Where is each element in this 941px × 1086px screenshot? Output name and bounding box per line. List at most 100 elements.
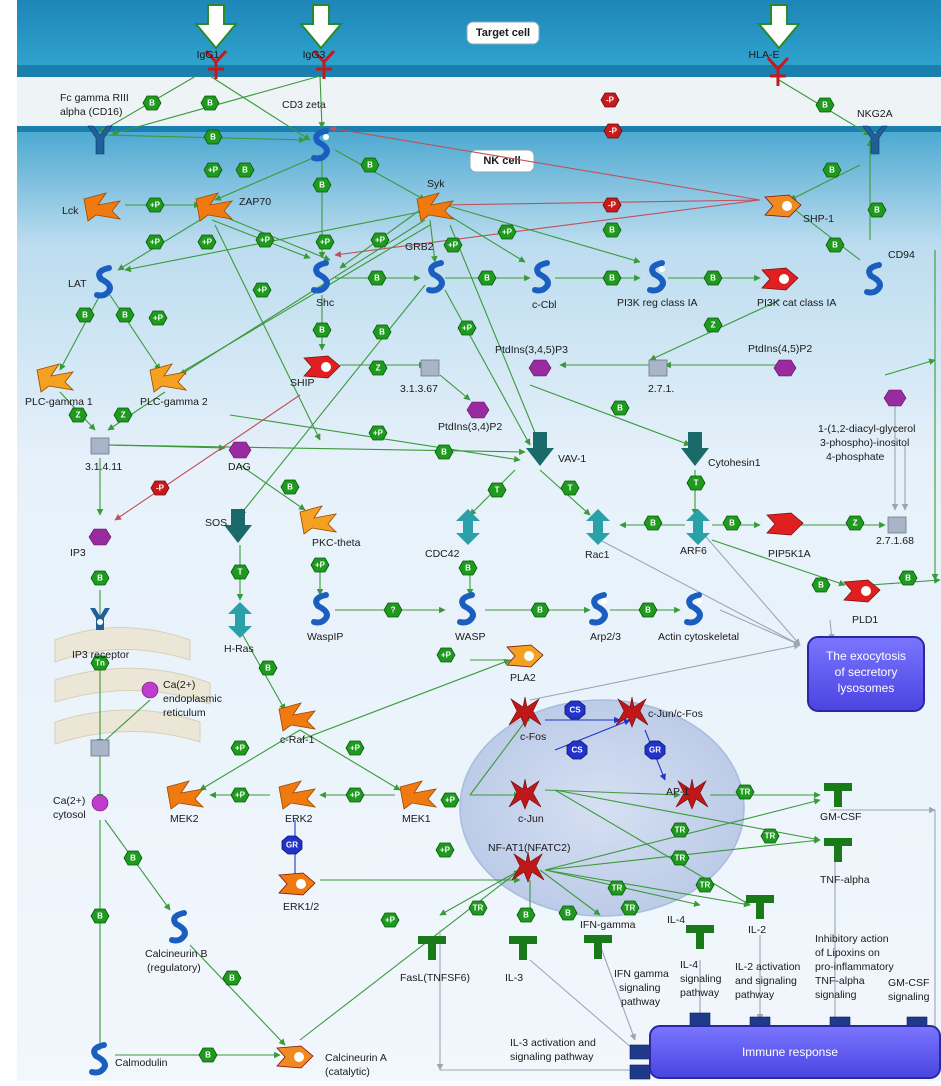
- ship-icon[interactable]: [303, 355, 341, 379]
- mechanism-badge-binding[interactable]: B: [602, 270, 622, 286]
- ifn-gamma-icon[interactable]: [584, 935, 612, 959]
- mechanism-badge-transport[interactable]: T: [487, 482, 507, 498]
- mechanism-badge-transport[interactable]: T: [686, 475, 706, 491]
- pathway-block-icon[interactable]: [689, 1012, 711, 1028]
- mechanism-badge-binding[interactable]: B: [203, 129, 223, 145]
- c-fos-icon[interactable]: [508, 696, 542, 728]
- enzyme-31411-icon[interactable]: [90, 437, 110, 455]
- pla2-icon[interactable]: [506, 644, 544, 668]
- c-jun-icon[interactable]: [508, 778, 542, 810]
- sos-icon[interactable]: [224, 509, 252, 543]
- enzyme-27168-icon[interactable]: [887, 516, 907, 534]
- h-ras-icon[interactable]: [228, 602, 252, 638]
- mechanism-badge-binding[interactable]: B: [602, 222, 622, 238]
- fc-gamma-receptor-icon[interactable]: [87, 125, 113, 155]
- arp23-icon[interactable]: [589, 592, 608, 626]
- mechanism-badge-tn[interactable]: Tn: [90, 655, 110, 671]
- mechanism-badge-z[interactable]: Z: [845, 515, 865, 531]
- mechanism-badge-z[interactable]: Z: [368, 360, 388, 376]
- igg3-icon[interactable]: [312, 49, 336, 79]
- mechanism-badge-tr[interactable]: TR: [760, 828, 780, 844]
- mechanism-badge-tr[interactable]: TR: [670, 850, 690, 866]
- shc-icon[interactable]: [311, 260, 330, 294]
- mechanism-badge-dephosphorylation[interactable]: -P: [602, 197, 622, 213]
- grb2-icon[interactable]: [426, 260, 445, 294]
- mechanism-badge-binding[interactable]: B: [142, 95, 162, 111]
- mechanism-badge-binding[interactable]: B: [811, 577, 831, 593]
- mechanism-badge-binding[interactable]: B: [367, 270, 387, 286]
- mechanism-badge-phosphorylation[interactable]: +P: [197, 234, 217, 250]
- mechanism-badge-transport[interactable]: T: [230, 564, 250, 580]
- mechanism-badge-phosphorylation[interactable]: +P: [230, 787, 250, 803]
- ptdins345-icon[interactable]: [528, 359, 552, 377]
- mechanism-badge-binding[interactable]: B: [280, 479, 300, 495]
- mechanism-badge-unknown[interactable]: ?: [383, 602, 403, 618]
- mechanism-badge-phosphorylation[interactable]: +P: [145, 234, 165, 250]
- fasl-icon[interactable]: [418, 936, 446, 960]
- mechanism-badge-cs[interactable]: CS: [566, 740, 588, 760]
- ca-channel-icon[interactable]: [90, 739, 110, 757]
- pi3k-reg-icon[interactable]: [647, 260, 666, 294]
- mechanism-badge-binding[interactable]: B: [458, 560, 478, 576]
- mechanism-badge-phosphorylation[interactable]: +P: [436, 647, 456, 663]
- ca-cytosol-icon[interactable]: [91, 794, 109, 812]
- plc-gamma-1-icon[interactable]: [36, 363, 75, 393]
- mechanism-badge-binding[interactable]: B: [123, 850, 143, 866]
- ip3-icon[interactable]: [88, 528, 112, 546]
- mechanism-badge-binding[interactable]: B: [643, 515, 663, 531]
- mechanism-badge-phosphorylation[interactable]: +P: [252, 282, 272, 298]
- ip3-receptor-icon[interactable]: [90, 608, 110, 630]
- mechanism-badge-gr[interactable]: GR: [644, 740, 666, 760]
- mechanism-badge-binding[interactable]: B: [312, 177, 332, 193]
- arf6-icon[interactable]: [686, 509, 710, 545]
- nf-at1-icon[interactable]: [511, 851, 545, 883]
- mechanism-badge-binding[interactable]: B: [115, 307, 135, 323]
- cjun-cfos-icon[interactable]: [615, 696, 649, 728]
- mechanism-badge-phosphorylation[interactable]: +P: [440, 792, 460, 808]
- mechanism-badge-binding[interactable]: B: [372, 324, 392, 340]
- lat-icon[interactable]: [94, 265, 113, 299]
- ptdins34-icon[interactable]: [466, 401, 490, 419]
- exocytosis-box[interactable]: The exocytosis of secretory lysosomes: [807, 636, 925, 712]
- erk2-icon[interactable]: [278, 780, 317, 810]
- mechanism-badge-binding[interactable]: B: [558, 905, 578, 921]
- mechanism-badge-phosphorylation[interactable]: +P: [380, 912, 400, 928]
- mechanism-badge-z[interactable]: Z: [68, 407, 88, 423]
- nkg2a-icon[interactable]: [862, 125, 888, 155]
- pathway-block-icon[interactable]: [629, 1064, 651, 1080]
- mechanism-badge-tr[interactable]: TR: [607, 880, 627, 896]
- mechanism-badge-binding[interactable]: B: [90, 908, 110, 924]
- mechanism-badge-binding[interactable]: B: [235, 162, 255, 178]
- calcineurin-b-icon[interactable]: [169, 910, 188, 944]
- mechanism-badge-phosphorylation[interactable]: +P: [370, 232, 390, 248]
- pld1-icon[interactable]: [843, 579, 881, 603]
- vav-1-icon[interactable]: [526, 432, 554, 466]
- mechanism-badge-binding[interactable]: B: [477, 270, 497, 286]
- mechanism-badge-dephosphorylation[interactable]: -P: [150, 480, 170, 496]
- mek1-icon[interactable]: [399, 780, 438, 810]
- cd94-icon[interactable]: [864, 262, 883, 296]
- actin-cytoskeletal-icon[interactable]: [684, 592, 703, 626]
- mechanism-badge-binding[interactable]: B: [703, 270, 723, 286]
- mechanism-badge-phosphorylation[interactable]: +P: [345, 740, 365, 756]
- mechanism-badge-gr[interactable]: GR: [281, 835, 303, 855]
- mek2-icon[interactable]: [166, 780, 205, 810]
- mechanism-badge-binding[interactable]: B: [822, 162, 842, 178]
- pi3k-cat-icon[interactable]: [761, 267, 799, 291]
- mechanism-badge-transport[interactable]: T: [560, 480, 580, 496]
- mechanism-badge-binding[interactable]: B: [198, 1047, 218, 1063]
- immune-response-box[interactable]: Immune response: [649, 1025, 941, 1079]
- mechanism-badge-binding[interactable]: B: [200, 95, 220, 111]
- mechanism-badge-phosphorylation[interactable]: +P: [148, 310, 168, 326]
- enzyme-31367-icon[interactable]: [420, 359, 440, 377]
- diacylglycerol-inositol-icon[interactable]: [883, 389, 907, 407]
- mechanism-badge-phosphorylation[interactable]: +P: [203, 162, 223, 178]
- calmodulin-icon[interactable]: [89, 1042, 108, 1076]
- mechanism-badge-cs[interactable]: CS: [564, 700, 586, 720]
- lck-icon[interactable]: [83, 192, 122, 222]
- mechanism-badge-phosphorylation[interactable]: +P: [255, 232, 275, 248]
- enzyme-271-icon[interactable]: [648, 359, 668, 377]
- ap-1-icon[interactable]: [675, 778, 709, 810]
- ca-er-icon[interactable]: [141, 681, 159, 699]
- mechanism-badge-phosphorylation[interactable]: +P: [368, 425, 388, 441]
